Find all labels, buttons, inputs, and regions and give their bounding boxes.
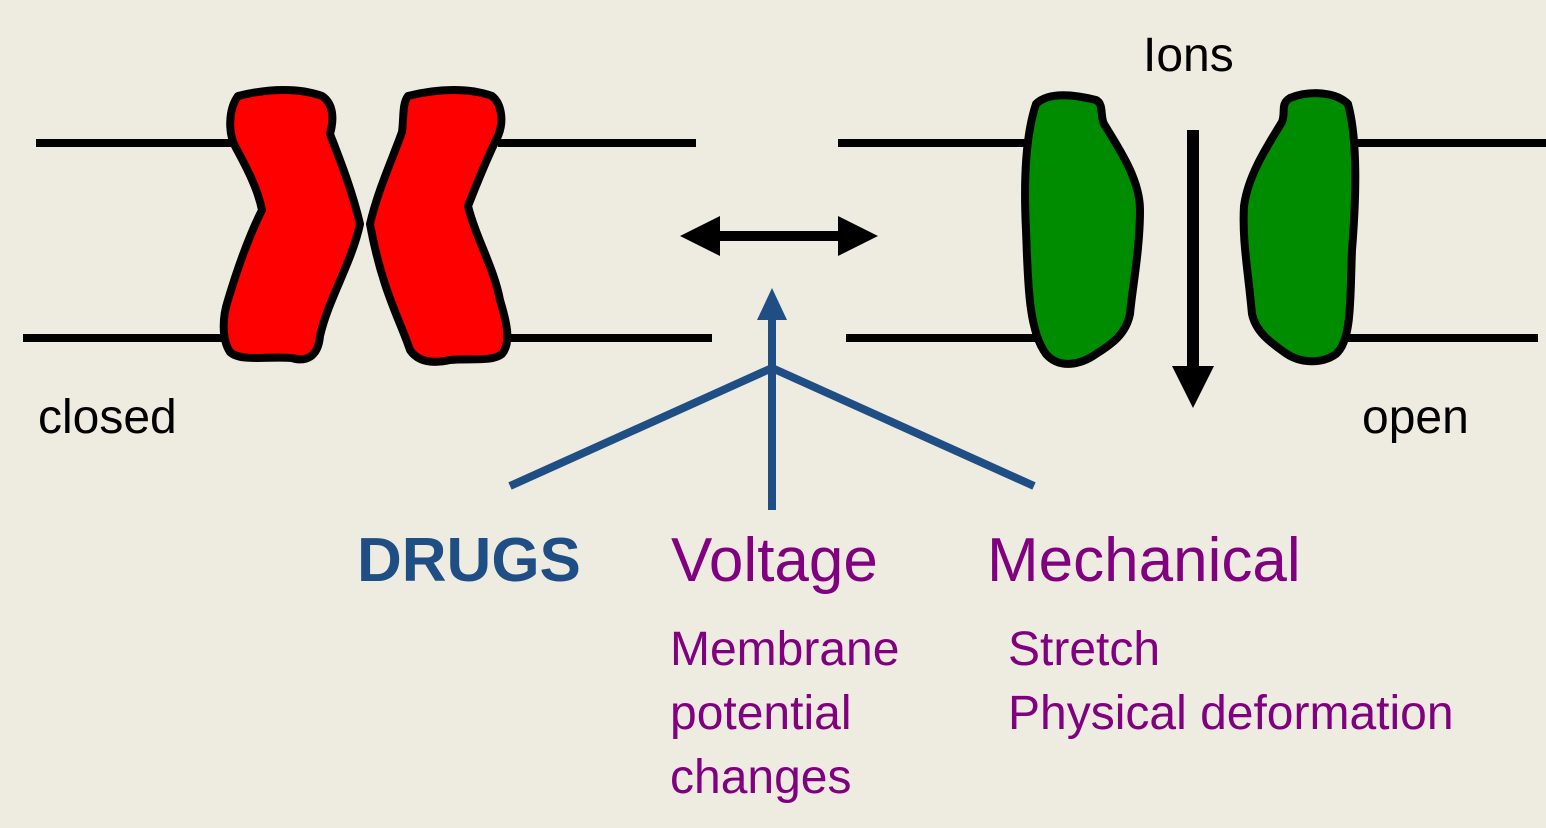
mechanical-detail: Stretch <box>1008 623 1161 676</box>
open-membrane <box>838 139 1546 342</box>
open-state-label: open <box>1362 391 1469 444</box>
closed-channel <box>219 86 512 366</box>
closed-channel-left-subunit <box>219 86 364 364</box>
ions-label: Ions <box>1143 29 1234 82</box>
open-channel-right-subunit <box>1239 89 1360 366</box>
drugs-label: DRUGS <box>357 526 581 595</box>
open-channel <box>1021 89 1360 368</box>
voltage-detail: Membrane <box>670 623 900 676</box>
mechanical-connector <box>770 364 1036 490</box>
closed-state-label: closed <box>38 391 177 444</box>
voltage-detail: changes <box>670 751 852 804</box>
up-arrow-icon <box>757 288 787 320</box>
closed-channel-right-subunit <box>366 86 512 366</box>
factor-connectors <box>508 314 1036 510</box>
mechanical-detail: Physical deformation <box>1008 687 1454 740</box>
mechanical-details: Stretch Physical deformation <box>1008 618 1454 746</box>
drugs-connector <box>508 364 774 490</box>
down-arrow-icon <box>1172 130 1214 408</box>
voltage-label: Voltage <box>671 526 878 595</box>
mechanical-label: Mechanical <box>987 526 1301 595</box>
voltage-details: Membrane potential changes <box>670 618 899 810</box>
closed-membrane <box>23 139 712 342</box>
open-channel-left-subunit <box>1021 91 1144 368</box>
voltage-detail: potential <box>670 687 852 740</box>
double-headed-arrow-icon <box>680 216 878 256</box>
